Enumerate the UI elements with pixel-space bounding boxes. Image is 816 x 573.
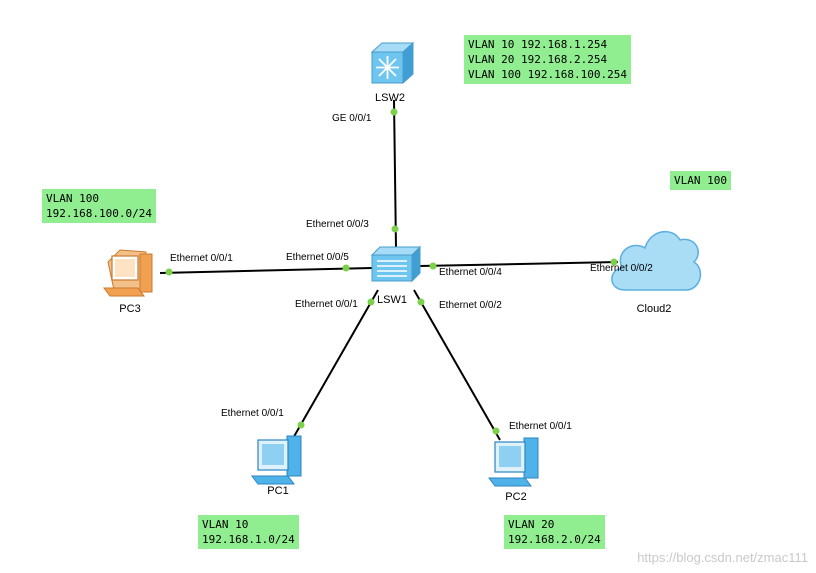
port-label: Ethernet 0/0/2 [439, 300, 502, 311]
device-pc2[interactable]: PC2 [488, 437, 539, 503]
device-label: PC3 [119, 303, 140, 315]
note-line: VLAN 20 192.168.2.254 [468, 53, 608, 66]
device-pc3[interactable]: PC3 [103, 249, 153, 315]
note-line: VLAN 100 [674, 174, 727, 187]
link-lsw1-pc3 [159, 267, 373, 274]
note-pc1-network: VLAN 10 192.168.1.0/24 [198, 515, 299, 549]
l3-switch-icon [370, 41, 415, 85]
note-line: 192.168.1.0/24 [202, 533, 295, 546]
device-label: Cloud2 [637, 303, 672, 315]
cloud-icon [611, 230, 702, 291]
port-dot [610, 258, 618, 266]
port-dot [492, 427, 500, 435]
link-lsw1-cloud2 [419, 261, 619, 267]
note-line: VLAN 10 192.168.1.254 [468, 38, 608, 51]
device-lsw2[interactable]: LSW2 [370, 41, 415, 104]
pc-icon [103, 249, 153, 297]
port-label: Ethernet 0/0/1 [509, 421, 572, 432]
port-dot [391, 225, 399, 233]
device-label: PC2 [505, 491, 526, 503]
port-label: Ethernet 0/0/1 [170, 253, 233, 264]
note-line: VLAN 100 192.168.100.254 [468, 68, 627, 81]
device-label: PC1 [267, 485, 288, 497]
pc-icon [251, 435, 302, 485]
port-label: Ethernet 0/0/1 [221, 408, 284, 419]
port-label: Ethernet 0/0/2 [590, 263, 653, 274]
device-cloud2[interactable]: Cloud2 [611, 230, 702, 315]
port-dot [390, 108, 398, 116]
link-lsw2-lsw1 [393, 99, 397, 249]
port-dots [165, 108, 618, 435]
port-dot [367, 298, 375, 306]
port-dot [342, 264, 350, 272]
watermark: https://blog.csdn.net/zmac111 [637, 550, 808, 565]
port-dot [297, 421, 305, 429]
device-lsw1[interactable]: LSW1 [370, 245, 422, 306]
port-label: GE 0/0/1 [332, 113, 372, 124]
note-cloud-vlan: VLAN 100 [670, 171, 731, 190]
link-lsw1-pc1 [291, 289, 379, 441]
port-label: Ethernet 0/0/3 [306, 219, 369, 230]
device-pc1[interactable]: PC1 [251, 435, 302, 497]
note-line: 192.168.2.0/24 [508, 533, 601, 546]
link-lsw1-pc2 [413, 289, 501, 441]
port-dot [417, 298, 425, 306]
note-pc2-network: VLAN 20 192.168.2.0/24 [504, 515, 605, 549]
port-dot [429, 262, 437, 270]
note-line: 192.168.100.0/24 [46, 207, 152, 220]
note-line: VLAN 100 [46, 192, 99, 205]
l2-switch-icon [370, 245, 422, 283]
port-dot [165, 268, 173, 276]
links [159, 99, 619, 441]
port-label: Ethernet 0/0/4 [439, 267, 502, 278]
note-line: VLAN 20 [508, 518, 555, 531]
device-label: LSW2 [375, 92, 405, 104]
pc-icon [488, 437, 539, 487]
port-label: Ethernet 0/0/1 [295, 299, 358, 310]
port-label: Ethernet 0/0/5 [286, 252, 349, 263]
port-labels: GE 0/0/1 Ethernet 0/0/3 Ethernet 0/0/5 E… [170, 113, 653, 432]
device-label: LSW1 [377, 294, 407, 306]
note-line: VLAN 10 [202, 518, 249, 531]
note-pc3-network: VLAN 100 192.168.100.0/24 [42, 189, 156, 223]
